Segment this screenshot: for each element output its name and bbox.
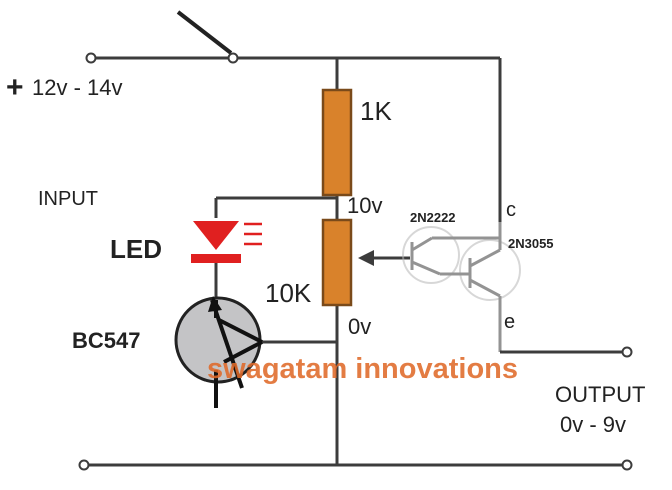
transistor-2n3055-label: 2N3055 <box>508 236 554 251</box>
resistor-10k <box>321 218 353 307</box>
light-rays-icon <box>244 222 262 246</box>
led-label: LED <box>110 234 162 264</box>
power-switch <box>176 10 233 55</box>
ground-terminal-right <box>621 459 633 471</box>
bc547-label: BC547 <box>72 328 140 353</box>
input-label: INPUT <box>38 188 98 210</box>
output-terminal <box>621 346 633 358</box>
q2n3055-body <box>459 239 521 301</box>
q2n2222-body <box>402 226 460 284</box>
terminals <box>78 52 633 471</box>
wiring <box>86 56 625 467</box>
bc547-arrow-icon <box>208 296 222 312</box>
watermark-text: swagatam innovations <box>207 353 518 385</box>
voltage-0v-label: 0v <box>348 314 371 339</box>
ground-terminal-left <box>78 459 90 471</box>
supply-terminal <box>85 52 97 64</box>
darlington-pair <box>402 222 521 352</box>
resistor-1k-label: 1K <box>360 96 392 126</box>
voltage-10v-label: 10v <box>347 193 382 218</box>
switch-lever <box>176 10 233 55</box>
led-bar <box>191 254 241 263</box>
output-label: OUTPUT <box>555 382 645 407</box>
transistor-2n2222-label: 2N2222 <box>410 210 456 225</box>
bc547-transistor <box>174 296 263 408</box>
supply-voltage-label: 12v - 14v <box>32 75 123 100</box>
collector-label: c <box>506 199 516 221</box>
resistor-10k-label: 10K <box>265 278 312 308</box>
arrow-head-icon <box>358 250 374 266</box>
led-triangle <box>193 221 239 250</box>
led-symbol <box>191 221 262 263</box>
supply-plus-sign: + <box>6 71 24 104</box>
output-range-label: 0v - 9v <box>560 412 626 437</box>
resistor-1k <box>321 88 353 197</box>
bc547-emitter-lead <box>223 340 263 364</box>
emitter-label: e <box>504 311 515 333</box>
switch-terminal <box>227 52 239 64</box>
bc547-collector-lead <box>218 318 263 344</box>
